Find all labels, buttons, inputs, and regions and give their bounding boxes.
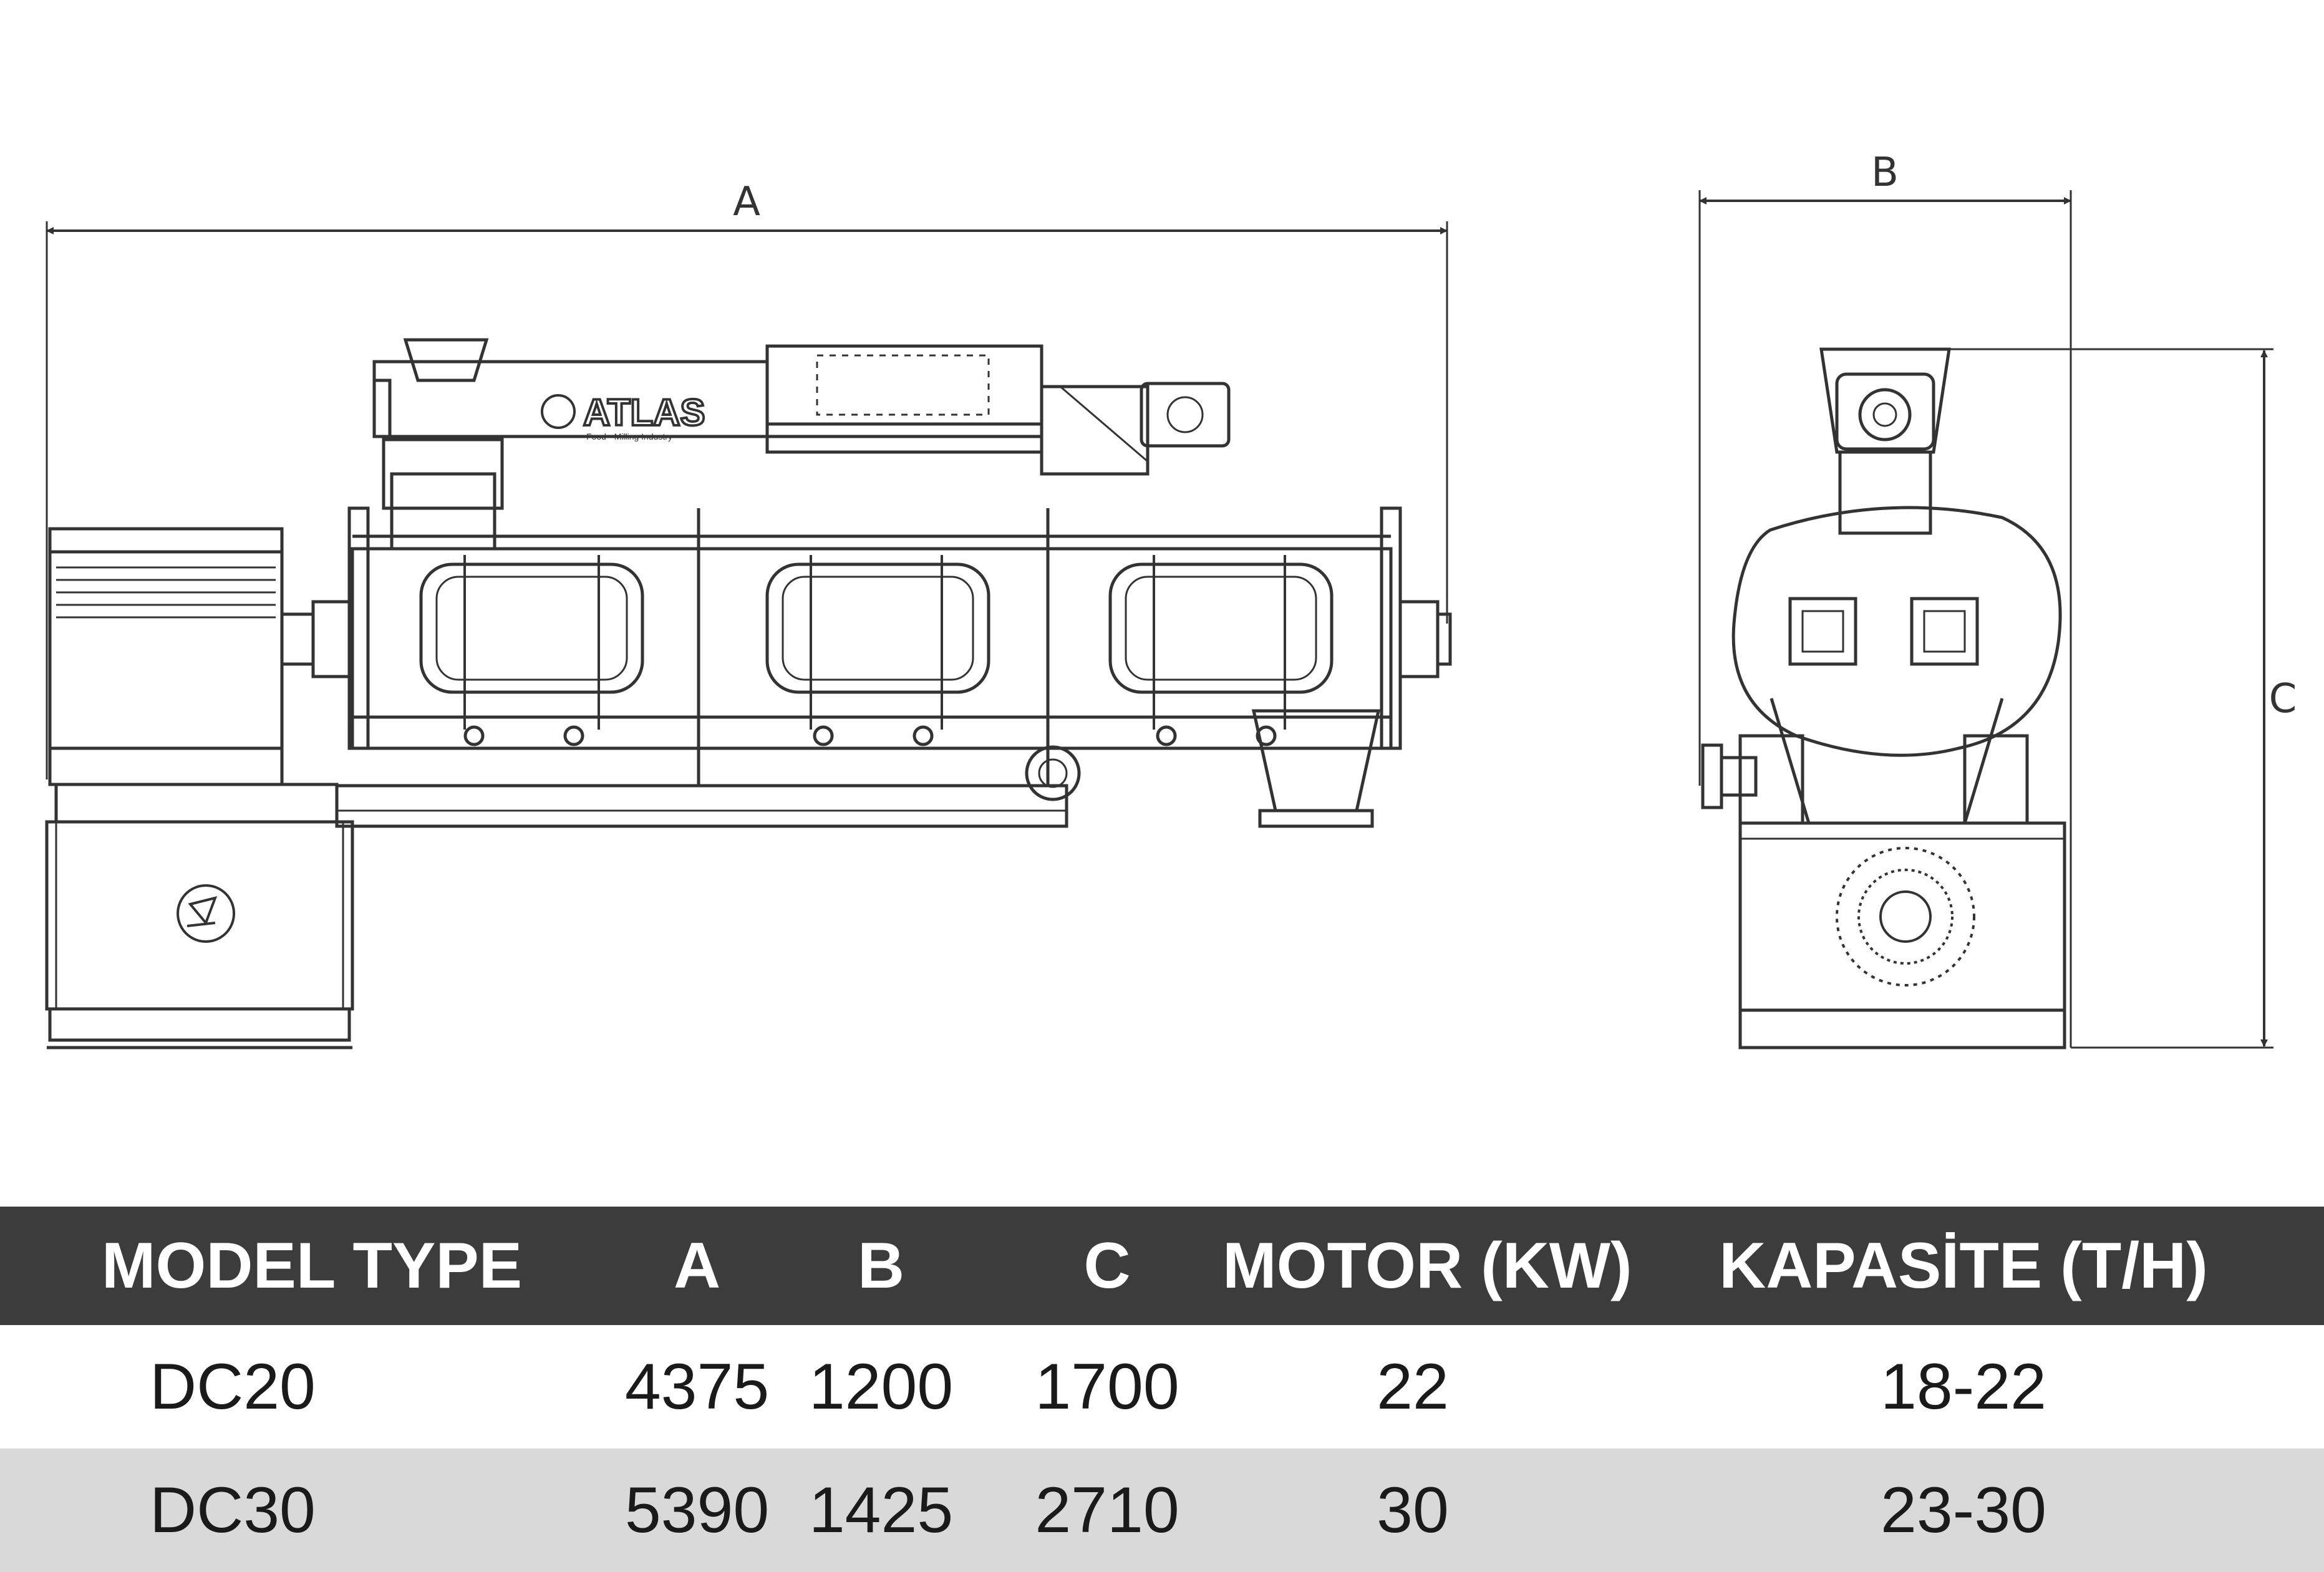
- outlet-chute: [1251, 709, 1381, 813]
- front-view: B C: [1698, 150, 2297, 1049]
- end-plate: [1731, 506, 2062, 757]
- cell-a: 5390: [624, 1449, 770, 1572]
- atlas-logo-icon: [541, 394, 576, 429]
- cell-b: 1200: [808, 1350, 954, 1423]
- table-row: DC20 4375 1200 1700 22 18-22: [0, 1325, 2324, 1449]
- outlet-flange: [1025, 745, 1081, 801]
- atlas-logo: ATLAS Food • Milling Industry: [541, 390, 707, 441]
- base-frame: [335, 709, 1381, 828]
- dimension-a: A: [46, 179, 1448, 779]
- header-motor: MOTOR (KW): [1223, 1207, 1632, 1325]
- mixer-trough: [347, 506, 1452, 786]
- logo-subtext: Food • Milling Industry: [586, 432, 672, 441]
- cell-motor: 22: [1377, 1350, 1449, 1423]
- cell-c: 1700: [1035, 1350, 1179, 1423]
- spec-table: MODEL TYPE A B C MOTOR (KW) KAPASİTE (T/…: [0, 1207, 2324, 1572]
- technical-drawing: A: [45, 150, 2297, 1049]
- inlet-hopper: [403, 338, 489, 382]
- dimension-b-label: B: [1871, 150, 1899, 196]
- drive-motor: [1140, 382, 1231, 448]
- cell-motor: 30: [1223, 1449, 1603, 1572]
- table-row: DC30 5390 1425 2710 30 23-30: [0, 1449, 2324, 1572]
- front-base: [1738, 821, 2066, 1012]
- cell-a: 4375: [624, 1350, 770, 1423]
- cell-c: 2710: [992, 1449, 1223, 1572]
- cell-capacity: 18-22: [1881, 1350, 2046, 1423]
- main-motor: [48, 527, 352, 786]
- motor-base: [45, 783, 354, 1049]
- inspection-window-1: [419, 562, 644, 694]
- side-view: A: [45, 179, 1452, 1049]
- dimension-b: B: [1698, 150, 2072, 1048]
- fan-grille-icon: [1836, 847, 1975, 986]
- dimension-a-label: A: [733, 179, 760, 225]
- inspection-window-3: [1108, 562, 1334, 694]
- header-model-type: MODEL TYPE: [0, 1207, 624, 1325]
- header-c: C: [992, 1207, 1223, 1325]
- brand-emblem-icon: [177, 884, 236, 943]
- logo-text: ATLAS: [583, 392, 705, 433]
- header-a: A: [624, 1207, 770, 1325]
- cell-b: 1425: [770, 1449, 992, 1572]
- cell-model: DC20: [150, 1350, 316, 1423]
- inspection-window-2: [765, 562, 990, 694]
- dimension-c-label: C: [2269, 676, 2297, 722]
- dimension-c: C: [1865, 348, 2297, 1049]
- header-b: B: [770, 1207, 992, 1325]
- cell-capacity: 23-30: [1603, 1449, 2324, 1572]
- table-header-row: MODEL TYPE A B C MOTOR (KW) KAPASİTE (T/…: [0, 1207, 2324, 1325]
- cell-model: DC30: [0, 1449, 624, 1572]
- front-machine: [1701, 347, 2066, 1049]
- header-capacity: KAPASİTE (T/H): [1603, 1207, 2324, 1325]
- inlet-conveyor: [372, 338, 1231, 551]
